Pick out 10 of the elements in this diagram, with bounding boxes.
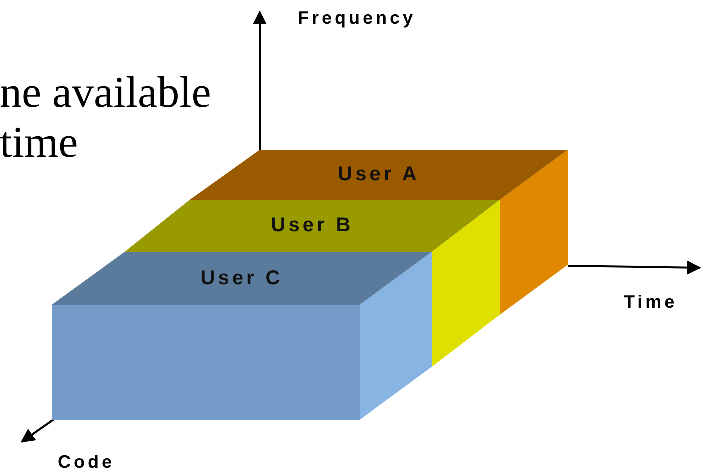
slab-top-face [190, 150, 568, 200]
axis-label: Frequency [298, 8, 416, 29]
body-text: ne available time [0, 68, 212, 168]
slab-label: User B [270, 214, 355, 238]
slab-label: User C [200, 267, 284, 290]
slab-top-face [52, 252, 432, 305]
slab-label: User A [337, 164, 421, 186]
axis-label: Code [58, 452, 115, 473]
slab-top-face [125, 200, 500, 252]
axis-label: Time [624, 292, 678, 313]
